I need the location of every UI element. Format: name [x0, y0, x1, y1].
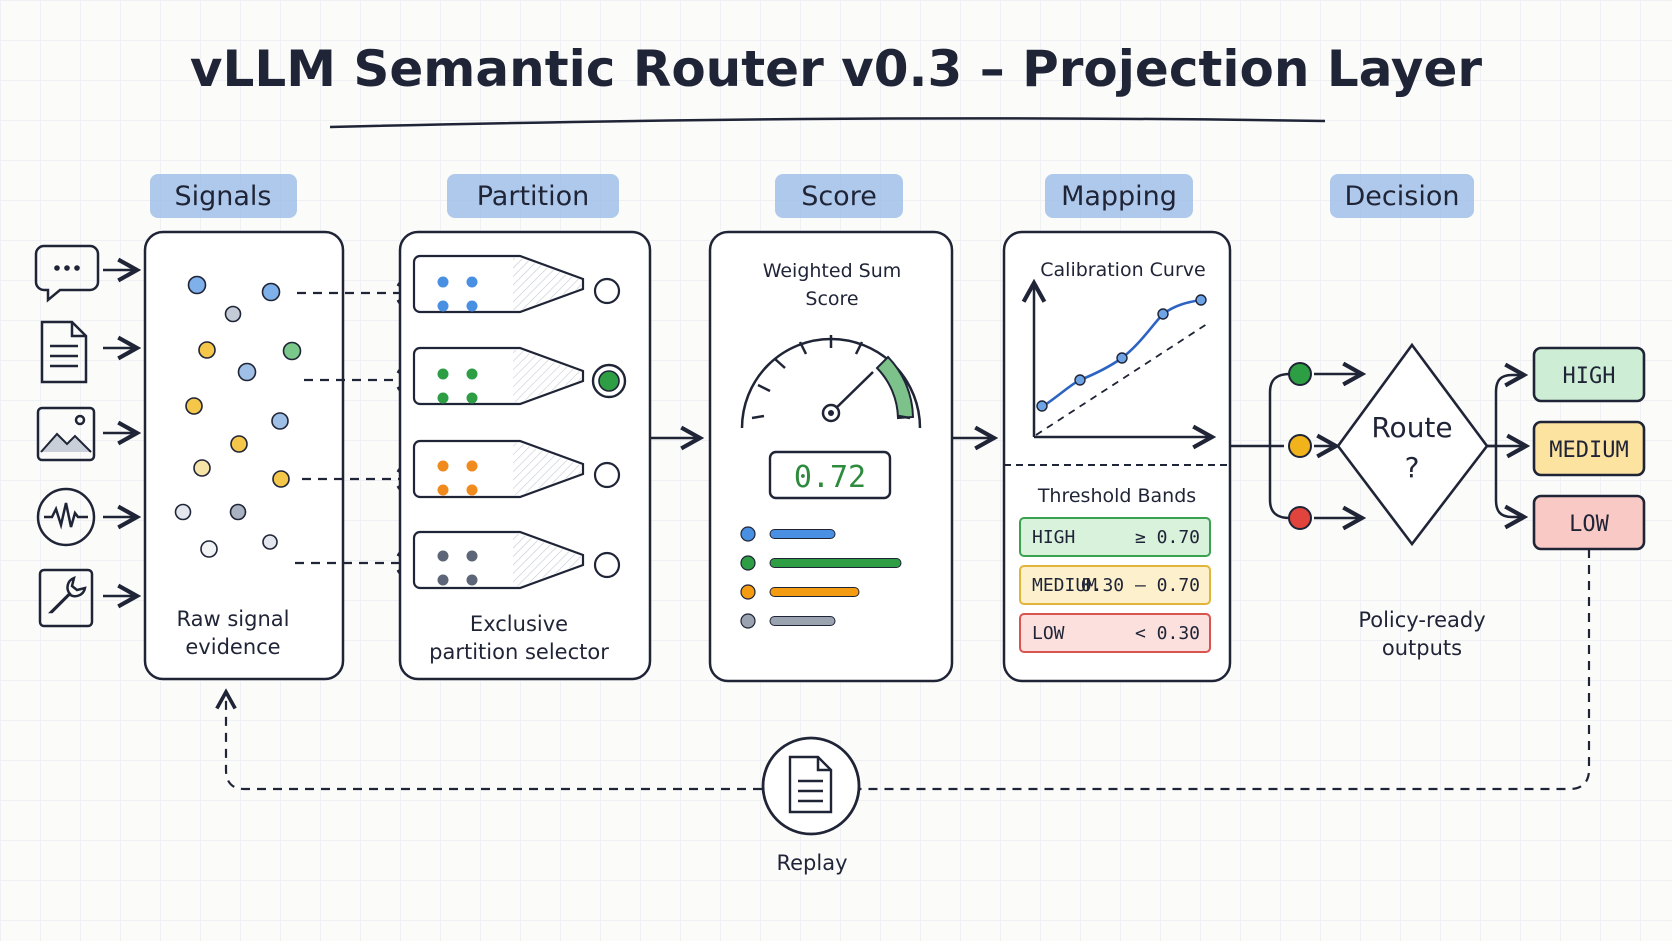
title-underline: [329, 117, 1326, 129]
score-bar: [769, 616, 836, 626]
calibration-curve-label: Calibration Curve: [1040, 259, 1205, 281]
score-value: 0.72: [794, 460, 866, 495]
threshold-band-high: HIGH ≥ 0.70: [1019, 517, 1211, 557]
partition-caption-line2: partition selector: [429, 640, 609, 664]
replay-document-icon: [788, 755, 833, 814]
decision-caption-line2: outputs: [1382, 636, 1462, 660]
score-value-box: [768, 450, 892, 500]
stage-label-signals: Signals: [174, 181, 271, 212]
stage-label-mapping: Mapping: [1061, 181, 1177, 212]
score-bar-dot: [740, 526, 756, 542]
partition-selector-circle: [593, 551, 621, 579]
score-bar-dot: [740, 584, 756, 600]
stage-header-signals: Signals: [150, 174, 297, 218]
decision-dot-low: [1288, 506, 1312, 530]
score-gauge: [740, 335, 922, 429]
replay-label: Replay: [776, 851, 847, 875]
partition-slot-3: [412, 439, 621, 499]
partition-slot-4: [412, 530, 621, 590]
stage-header-mapping: Mapping: [1045, 174, 1193, 218]
route-diamond: [1336, 342, 1489, 547]
document-icon: [40, 320, 88, 384]
stage-label-partition: Partition: [477, 181, 590, 212]
band-range: 0.30 – 0.70: [1081, 575, 1200, 596]
output-high: HIGH: [1532, 346, 1646, 403]
score-bar-dot: [740, 555, 756, 571]
partition-slot-2: [412, 346, 627, 406]
stage-header-score: Score: [775, 174, 903, 218]
signal-dots: [174, 275, 302, 558]
decision-caption-line1: Policy-ready: [1358, 608, 1485, 632]
band-label: MEDIUM: [1032, 575, 1097, 596]
stage-header-decision: Decision: [1330, 174, 1474, 218]
image-icon: [36, 406, 96, 462]
score-bar-dot: [740, 613, 756, 629]
stage-label-score: Score: [801, 181, 877, 212]
calibration-curve-chart: [1034, 283, 1212, 437]
replay-loop-left: [226, 692, 762, 791]
band-range: ≥ 0.70: [1135, 527, 1200, 548]
threshold-band-medium: MEDIUM 0.30 – 0.70: [1019, 565, 1211, 605]
signals-caption-line1: Raw signal: [177, 607, 290, 631]
route-question: ?: [1405, 451, 1420, 484]
score-bars: [740, 526, 902, 629]
partition-slot-1: [412, 254, 621, 314]
replay-node[interactable]: [761, 736, 861, 836]
output-low-label: LOW: [1569, 512, 1609, 537]
output-medium-label: MEDIUM: [1549, 438, 1628, 463]
partition-selector-circle: [593, 277, 621, 305]
output-low: LOW: [1532, 494, 1646, 551]
score-bar: [769, 558, 902, 568]
wrench-icon: [38, 568, 94, 628]
decision-dot-high: [1288, 362, 1312, 386]
band-range: < 0.30: [1135, 623, 1200, 644]
band-label: HIGH: [1032, 527, 1075, 548]
threshold-band-low: LOW < 0.30: [1019, 613, 1211, 653]
decision-dot-medium: [1288, 434, 1312, 458]
waveform-icon: [36, 487, 96, 547]
score-heading-line2: Score: [805, 288, 858, 310]
route-label: Route: [1371, 411, 1452, 444]
score-heading-line1: Weighted Sum: [763, 260, 902, 282]
score-bar: [769, 529, 836, 539]
stage-header-partition: Partition: [447, 174, 619, 218]
partition-selector-circle: [593, 461, 621, 489]
decision-connectors: [1230, 374, 1362, 518]
score-bar: [769, 587, 860, 597]
page-title: vLLM Semantic Router v0.3 – Projection L…: [190, 40, 1483, 98]
output-medium: MEDIUM: [1532, 420, 1646, 477]
threshold-bands-label: Threshold Bands: [1037, 485, 1196, 507]
partition-caption-line1: Exclusive: [470, 612, 568, 636]
output-high-label: HIGH: [1563, 364, 1616, 389]
route-output-connectors: [1487, 375, 1526, 517]
stage-label-decision: Decision: [1345, 181, 1460, 212]
signals-caption-line2: evidence: [185, 635, 280, 659]
chat-bubble-icon: [34, 244, 100, 303]
band-label: LOW: [1032, 623, 1065, 644]
